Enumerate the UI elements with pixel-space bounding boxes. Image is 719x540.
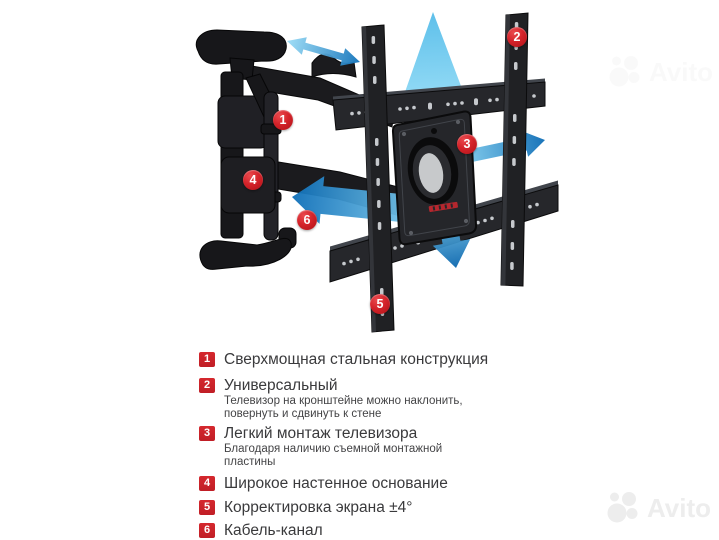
feature-item-1: 1 Сверхмощная стальная конструкция	[199, 351, 539, 368]
marker-5: 5	[370, 294, 390, 314]
feature-subtitle-line: повернуть и сдвинуть к стене	[224, 407, 382, 420]
feature-text: Сверхмощная стальная конструкция	[224, 351, 488, 368]
tv-mount-diagram	[195, 12, 559, 333]
avito-watermark-bottom: Avito	[606, 489, 711, 527]
feature-item-5: 5 Корректировка экрана ±4°	[199, 499, 539, 516]
feature-number-badge: 6	[199, 523, 215, 538]
marker-1: 1	[273, 110, 293, 130]
feature-subtitle: Благодаря наличию съемной монтажной плас…	[224, 443, 442, 468]
avito-logo-icon	[609, 56, 640, 87]
feature-text: Широкое настенное основание	[224, 475, 448, 492]
feature-title: Сверхмощная стальная конструкция	[224, 351, 489, 368]
avito-watermark-text: Avito	[647, 492, 712, 523]
feature-text: Универсальный Телевизор на кронштейне мо…	[224, 377, 463, 420]
marker-2: 2	[507, 27, 527, 47]
vertical-rails	[361, 12, 529, 333]
wall-arm-assembly	[195, 29, 297, 270]
feature-subtitle-line: Благодаря наличию съемной монтажной	[224, 443, 443, 455]
feature-subtitle-line: Телевизор на кронштейне можно наклонить,	[224, 395, 463, 407]
avito-watermark-text: Avito	[649, 56, 714, 87]
feature-number-badge: 2	[199, 378, 215, 393]
feature-text: Корректировка экрана ±4°	[224, 499, 413, 516]
top-cap	[195, 29, 287, 65]
feature-title: Кабель-канал	[224, 522, 323, 539]
plate-corner-holes	[401, 119, 469, 236]
feature-list: 1 Сверхмощная стальная конструкция 2 Уни…	[199, 351, 539, 540]
left-rail-highlight	[362, 26, 376, 332]
avito-watermark-top: Avito	[608, 53, 713, 91]
feature-number-badge: 3	[199, 426, 215, 441]
feature-item-6: 6 Кабель-канал	[199, 522, 539, 539]
feature-number-badge: 1	[199, 352, 215, 367]
feature-number-badge: 5	[199, 500, 215, 515]
feature-title: Корректировка экрана ±4°	[224, 499, 413, 516]
feature-title: Универсальный	[224, 377, 338, 394]
marker-4: 4	[243, 170, 263, 190]
feature-item-3: 3 Легкий монтаж телевизора Благодаря нал…	[199, 425, 539, 468]
feature-number-badge: 4	[199, 476, 215, 491]
feature-text: Легкий монтаж телевизора Благодаря налич…	[224, 425, 442, 468]
feature-title: Широкое настенное основание	[224, 475, 448, 492]
right-rail-highlight	[501, 14, 510, 286]
marker-6: 6	[297, 210, 317, 230]
avito-logo-icon	[607, 492, 638, 523]
feature-item-2: 2 Универсальный Телевизор на кронштейне …	[199, 377, 539, 420]
feature-subtitle: Телевизор на кронштейне можно наклонить,…	[224, 395, 463, 420]
feature-subtitle-line: пластины	[224, 455, 276, 468]
plate-top-hole	[431, 128, 437, 134]
feature-title: Легкий монтаж телевизора	[224, 425, 418, 442]
marker-3: 3	[457, 134, 477, 154]
slide-double-arrow	[287, 37, 360, 66]
center-hole-inner	[418, 153, 444, 193]
feature-text: Кабель-канал	[224, 522, 323, 539]
brand-logo-mark	[428, 201, 458, 213]
feature-item-4: 4 Широкое настенное основание	[199, 475, 539, 492]
plate-inset-line	[398, 118, 470, 237]
vesa-plate	[391, 110, 478, 246]
base-foot	[199, 237, 292, 270]
